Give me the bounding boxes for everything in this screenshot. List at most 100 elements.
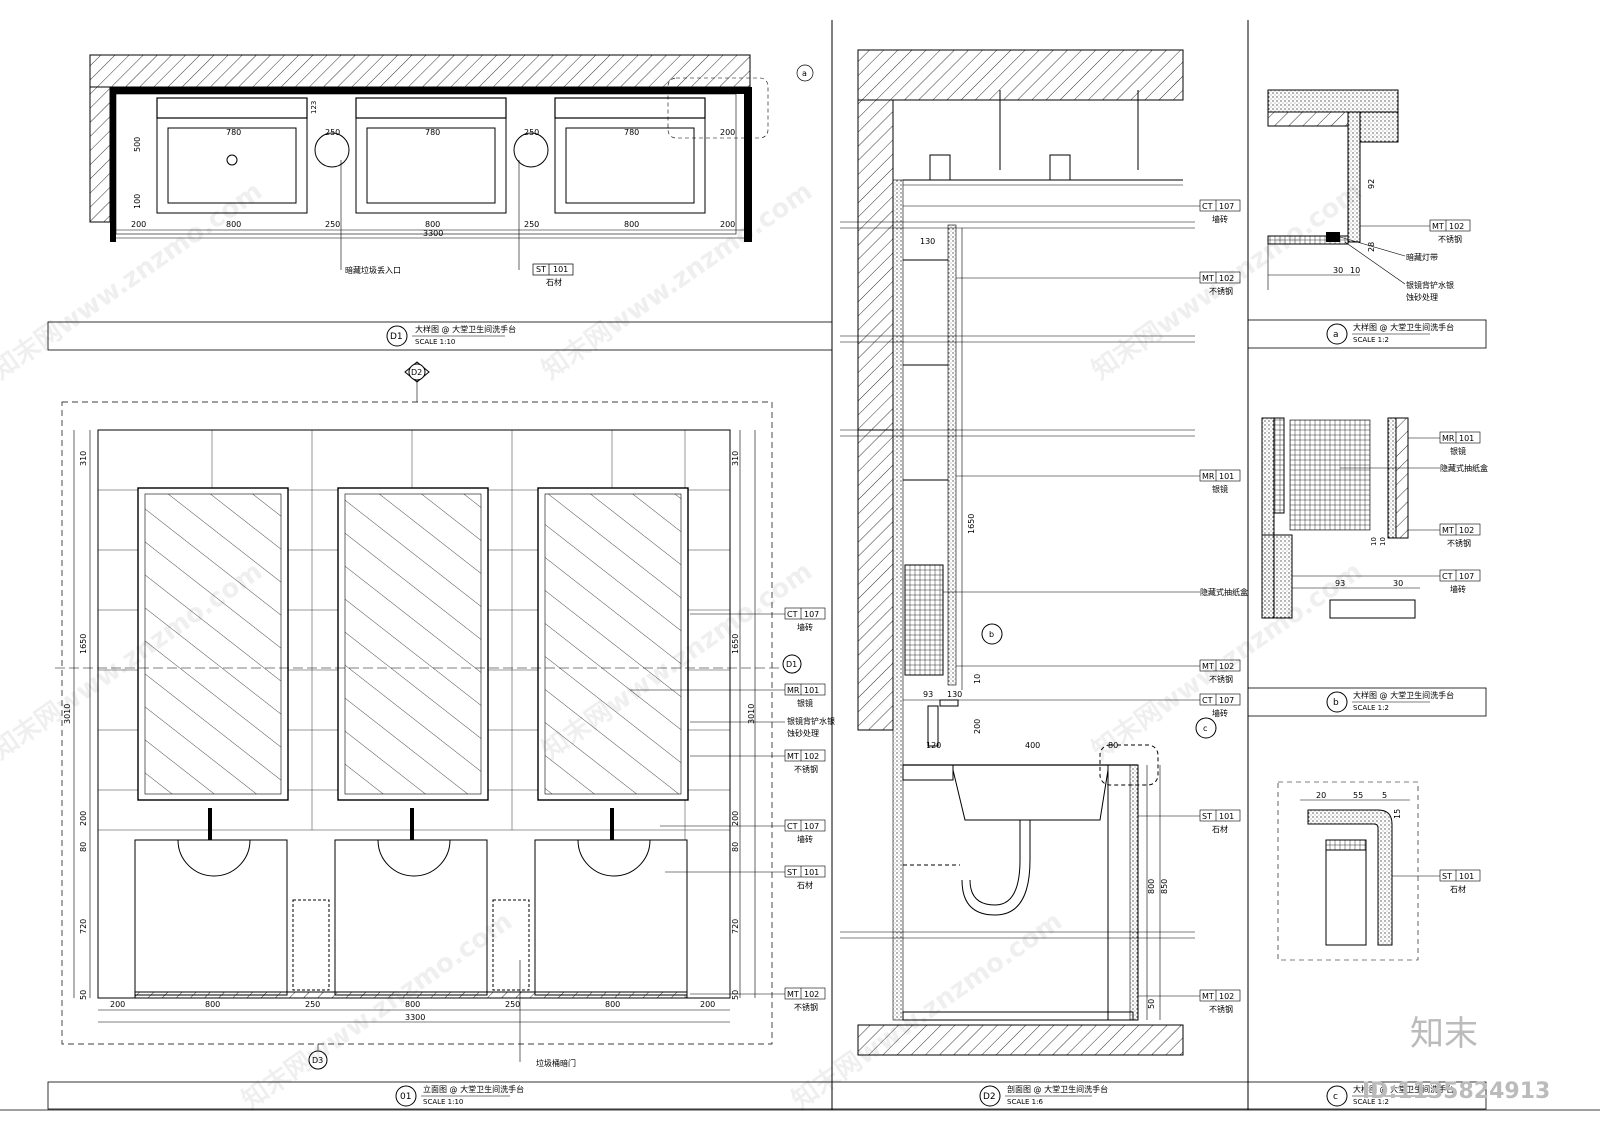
plan-dim-250a: 250 (325, 220, 340, 229)
section-callout-b: b (989, 630, 994, 639)
title-d2-code: D2 (983, 1092, 996, 1102)
elev-dim-1650: 1650 (79, 634, 88, 654)
elev-tag-st101-code: ST (787, 868, 797, 877)
title-b-code: b (1333, 698, 1339, 708)
detail-a-dim-30: 30 (1333, 266, 1343, 275)
detail-c-dim-5: 5 (1382, 791, 1387, 800)
detail-a-tag-code: MT (1432, 222, 1444, 231)
detail-b-tag-1-code: MR (1442, 434, 1455, 443)
detail-a-label-light: 暗藏灯带 (1406, 252, 1438, 262)
elev-dim-b-total: 3300 (405, 1013, 425, 1022)
elev-callout-d3: D3 (312, 1056, 323, 1065)
detail-b-tag-3-num: 107 (1459, 572, 1474, 581)
elev-mirror-3 (537, 487, 689, 801)
section-tag-5-code: CT (1202, 696, 1213, 705)
section-tag-3-code: MR (1202, 472, 1215, 481)
elev-dim-50: 50 (79, 990, 88, 1000)
detail-a-tag-txt: 不锈钢 (1438, 234, 1462, 244)
elev-tag-st101-num: 101 (804, 868, 819, 877)
title-01-code: 01 (400, 1092, 411, 1102)
section-tag-2-code: MT (1202, 274, 1214, 283)
detail-a-label-silver-1: 银镜背铲水银 (1406, 280, 1454, 290)
elev-dim-total-h: 3010 (63, 704, 72, 724)
watermark-brand: 知末 (1410, 1014, 1478, 1054)
plan-dim-200a: 200 (131, 220, 146, 229)
detail-b-tag-2-code: MT (1442, 526, 1454, 535)
detail-b-dim-10a: 10 (1370, 537, 1378, 546)
plan-dim-500: 500 (133, 137, 142, 152)
detail-b-label-tissue: 隐藏式抽纸盒 (1440, 463, 1488, 473)
section-tag-6-num: 101 (1219, 812, 1234, 821)
section-tag-5-num: 107 (1219, 696, 1234, 705)
elev-tag-st101-txt: 石材 (797, 880, 813, 890)
plan-dim-250b: 250 (524, 220, 539, 229)
section-tag-texts: CT 107 墙砖 MT 102 不锈钢 MR 101 银镜 隐藏式抽纸盒 MT… (1200, 202, 1248, 1014)
section-tag-6-txt: 石材 (1212, 824, 1228, 834)
plan-dim-800b: 800 (425, 220, 440, 229)
elev-tag-ct107-num: 107 (804, 610, 819, 619)
section-tag-3-num: 101 (1219, 472, 1234, 481)
title-a-scale: SCALE 1:2 (1353, 336, 1389, 344)
elev-cabinet-3 (534, 808, 688, 996)
detail-b-tag-3-code: CT (1442, 572, 1453, 581)
elev-dim-r-total: 3010 (747, 704, 756, 724)
elev-dim-b-200b: 200 (700, 1000, 715, 1009)
elev-dim-r-50: 50 (731, 990, 740, 1000)
watermark-id: ID:1135824913 (1362, 1079, 1550, 1104)
elev-cabinet-1 (134, 808, 288, 996)
section-view: 130 1650 93 130 10 120 400 80 800 850 50… (840, 49, 1217, 1056)
section-dim-120: 120 (926, 741, 941, 750)
detail-a-label-silver-2: 蚀砂处理 (1406, 292, 1438, 302)
plan-dim-800c: 800 (624, 220, 639, 229)
detail-a-dim-28: 28 (1367, 242, 1376, 252)
elev-tag-ct107-code: CT (787, 610, 798, 619)
title-b-name: 大样图 @ 大堂卫生间洗手台 (1353, 690, 1454, 700)
section-dim-10: 10 (973, 674, 982, 684)
elev-dim-310: 310 (79, 451, 88, 466)
elev-label-bin-door: 垃圾桶暗门 (536, 1058, 576, 1068)
title-d1: D1 大样图 @ 大堂卫生间洗手台 SCALE 1:10 (47, 321, 833, 351)
elev-dim-r-80: 80 (731, 842, 740, 852)
plan-dim-200b: 200 (720, 220, 735, 229)
section-tag-5-txt: 墙砖 (1212, 708, 1228, 718)
plan-dim-780a: 780 (226, 128, 241, 137)
section-tag-4-code: MT (1202, 662, 1214, 671)
section-dim-80: 80 (1108, 741, 1118, 750)
detail-b-tag-1-txt: 银镜 (1450, 446, 1466, 456)
elev-dim-720: 720 (79, 919, 88, 934)
elev-tag-mt102b-code: MT (787, 990, 799, 999)
detail-c-tag-num: 101 (1459, 872, 1474, 881)
sheet-frame (0, 20, 1600, 1111)
title-a: a 大样图 @ 大堂卫生间洗手台 SCALE 1:2 (1247, 319, 1487, 349)
plan-label-hidden-bin: 暗藏垃圾丢入口 (345, 265, 401, 275)
detail-c-tag-txt: 石材 (1450, 884, 1466, 894)
elev-tag-mr101-code: MR (787, 686, 800, 695)
plan-tag-num: 101 (553, 265, 568, 274)
elev-tag-ct107b-code: CT (787, 822, 798, 831)
plan-dim-780c: 780 (624, 128, 639, 137)
elev-dim-b-800a: 800 (205, 1000, 220, 1009)
detail-c-dim-55: 55 (1353, 791, 1363, 800)
detail-b-tag-3-txt: 墙砖 (1450, 584, 1466, 594)
elev-tag-mr101-txt: 银镜 (797, 698, 813, 708)
title-d2: D2 剖面图 @ 大堂卫生间洗手台 SCALE 1:6 (831, 1081, 1249, 1110)
detail-c: 20 55 5 15 ST 101 石材 (1277, 781, 1481, 961)
elevation-view: 310 1650 200 80 720 50 3010 310 1650 200… (55, 361, 802, 1070)
section-label-tissue: 隐藏式抽纸盒 (1200, 587, 1248, 597)
section-tag-1-num: 107 (1219, 202, 1234, 211)
detail-b-tag-1-num: 101 (1459, 434, 1474, 443)
title-d2-scale: SCALE 1:6 (1007, 1098, 1043, 1106)
plan-dim-780b: 780 (425, 128, 440, 137)
elev-dim-b-800b: 800 (405, 1000, 420, 1009)
elev-tag-mt102b-txt: 不锈钢 (794, 1002, 818, 1012)
title-c-code: c (1333, 1092, 1338, 1102)
title-01-name: 立面图 @ 大堂卫生间洗手台 (423, 1084, 524, 1094)
section-tag-2-num: 102 (1219, 274, 1234, 283)
elev-tag-mt102-code: MT (787, 752, 799, 761)
elev-dim-b-250a: 250 (305, 1000, 320, 1009)
detail-c-tag-code: ST (1442, 872, 1452, 881)
plan-basin-3 (554, 97, 706, 214)
plan-bin-opening-2 (513, 132, 549, 168)
title-a-code: a (1333, 330, 1339, 340)
